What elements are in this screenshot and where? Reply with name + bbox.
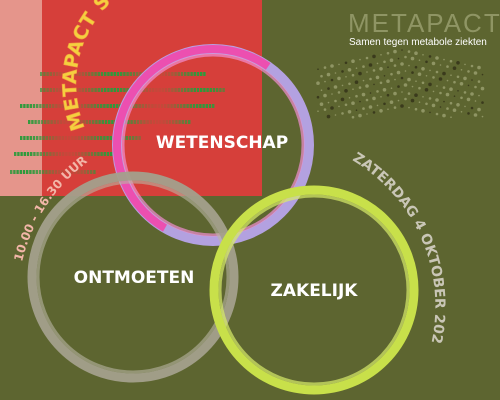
label-wetenschap: WETENSCHAP <box>156 133 288 153</box>
circle-zakelijk <box>209 185 419 395</box>
metapact-logo: METAPACT <box>348 8 500 38</box>
peach-strip <box>0 0 42 196</box>
halftone-dots <box>316 49 485 119</box>
label-zakelijk: ZAKELIJK <box>271 281 359 301</box>
circle-ontmoeten <box>27 171 239 383</box>
green-halftone-strokes <box>10 72 225 174</box>
circle-wetenschap <box>112 44 314 246</box>
label-ontmoeten: ONTMOETEN <box>74 268 195 288</box>
brand-tagline: Samen tegen metabole ziekten <box>349 37 487 48</box>
